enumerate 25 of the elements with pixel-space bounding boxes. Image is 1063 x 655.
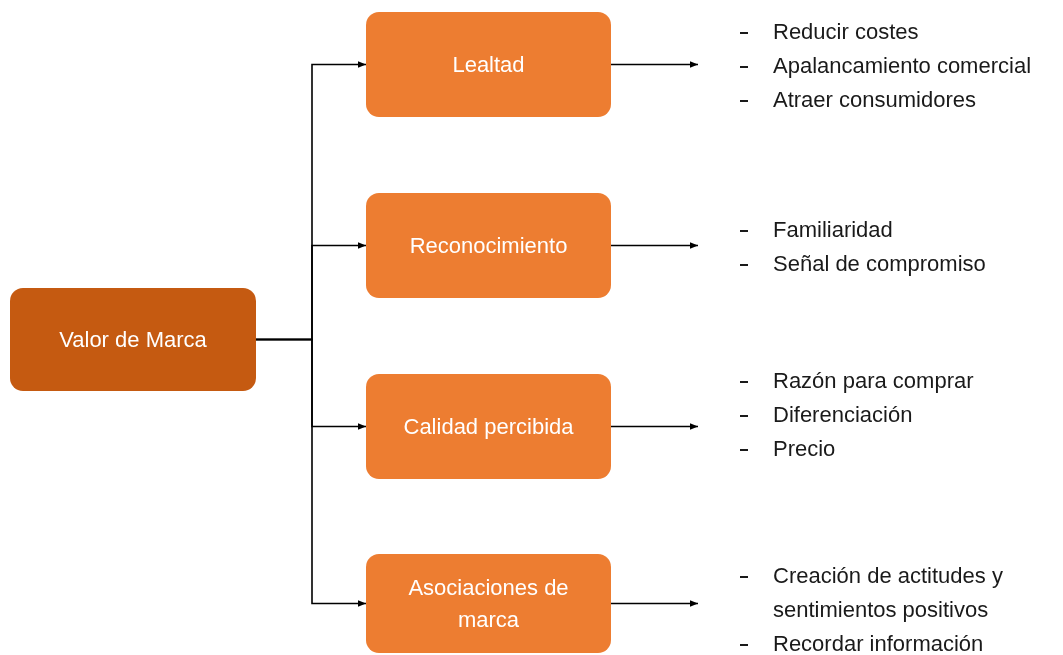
arrow: [610, 242, 699, 249]
arrow: [255, 338, 367, 607]
arrow: [610, 61, 699, 68]
category-box: [366, 193, 611, 298]
list-item: Diferenciación: [773, 402, 913, 427]
box-label: Calidad percibida: [403, 412, 574, 441]
category-box: [366, 12, 611, 117]
box-label: Valor de Marca: [59, 325, 207, 354]
list-item: Razón para comprar: [773, 368, 974, 393]
list-item: Creación de actitudes y sentimientos positivos: [773, 563, 1003, 622]
list-item: Precio: [773, 436, 836, 461]
box-label: Asociaciones de marca: [407, 573, 570, 634]
list-item: Señal de compromiso: [773, 251, 986, 276]
root-box: [10, 288, 256, 391]
list-item: Familiaridad: [773, 217, 893, 242]
box-label: Reconocimiento: [409, 231, 568, 260]
list-item: Apalancamiento comercial: [773, 53, 1032, 78]
list-item: Atraer consumidores: [773, 87, 976, 112]
arrow: [610, 423, 699, 430]
list-item: Reducir costes: [773, 19, 919, 44]
arrow: [610, 600, 699, 607]
category-box: [366, 554, 611, 653]
box-label: Lealtad: [452, 50, 525, 79]
category-box: [366, 374, 611, 479]
list-item: Recordar información: [773, 631, 984, 655]
